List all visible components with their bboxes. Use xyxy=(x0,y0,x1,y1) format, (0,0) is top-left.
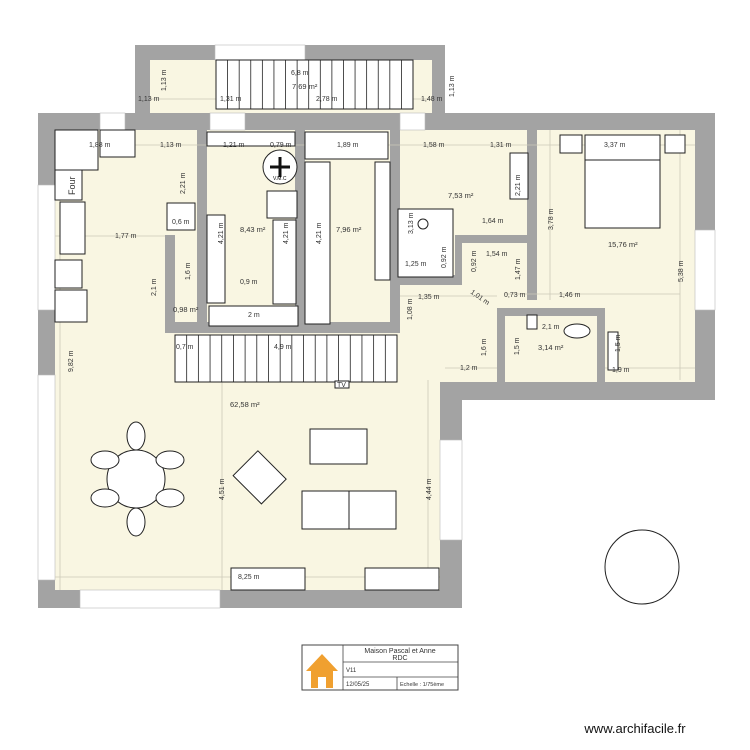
dim-label: 0,7 m xyxy=(176,344,194,351)
dim-label: 0,6 m xyxy=(172,219,190,226)
dim-label: 1,5 m xyxy=(615,334,622,352)
dim-label: 0,73 m xyxy=(504,292,526,299)
dim-label: 0,92 m xyxy=(441,246,448,268)
area-dressing: 7,96 m² xyxy=(336,225,362,234)
area-wc: 3,14 m² xyxy=(538,343,564,352)
oven xyxy=(54,169,83,201)
dim-label: 3,37 m xyxy=(604,142,626,149)
bedroom-furniture xyxy=(559,134,686,229)
dim-label: 1,31 m xyxy=(490,142,512,149)
dim-label: 1,31 m xyxy=(220,96,242,103)
dim-label: 1,13 m xyxy=(160,142,182,149)
stairs-upper xyxy=(215,59,414,110)
footer-url[interactable]: www.archifacile.fr xyxy=(583,721,686,736)
dim-label: 4,44 m xyxy=(426,478,433,500)
dim-label: 1,13 m xyxy=(161,69,168,91)
bed xyxy=(584,134,661,229)
dim-label: 0,92 m xyxy=(471,250,478,272)
toilet xyxy=(563,323,591,339)
dim-label: 4,21 m xyxy=(316,222,323,244)
dim-label: 2,21 m xyxy=(180,172,187,194)
shower xyxy=(397,208,454,278)
dim-label: 1,6 m xyxy=(481,338,488,356)
armchair xyxy=(232,450,287,505)
project-name: Maison Pascal et Anne xyxy=(364,648,435,655)
dim-label: 1,13 m xyxy=(138,96,160,103)
dim-label: 1,2 m xyxy=(460,365,478,372)
dim-label: 0,79 m xyxy=(270,142,292,149)
dim-label: 1,54 m xyxy=(486,251,508,258)
coffee-table xyxy=(309,428,368,465)
dim-label: 2,1 m xyxy=(542,324,560,331)
oven-label: Four xyxy=(67,176,77,195)
area-bedroom: 15,76 m² xyxy=(608,240,638,249)
kitchen: Four 0,6 m xyxy=(54,129,196,323)
interior-walls xyxy=(165,130,605,383)
dim-label: 1,58 m xyxy=(423,142,445,149)
area-closet: 0,98 m² xyxy=(173,305,199,314)
tv-label: TV xyxy=(337,382,346,389)
vmc-label: V.M.C xyxy=(273,176,287,182)
stairs-lower xyxy=(174,334,398,383)
dim-label: 1,5 m xyxy=(514,337,521,355)
scale: Echelle : 1/75ème xyxy=(400,682,444,688)
area-stairwell: 7,69 m² xyxy=(292,82,318,91)
dim-label: 5,38 m xyxy=(678,260,685,282)
dim-label: 1,46 m xyxy=(559,292,581,299)
outdoor-round-table xyxy=(604,529,680,605)
house-icon xyxy=(306,654,338,688)
dim-label: 2,21 m xyxy=(515,174,522,196)
dim-label: 4,21 m xyxy=(283,222,290,244)
dimension-labels: 6,8 m 1,13 m 1,31 m 2,78 m 1,48 m 1,13 m… xyxy=(68,69,685,581)
dim-label: 1,35 m xyxy=(418,294,440,301)
dim-label: 1,88 m xyxy=(89,142,111,149)
outer-walls xyxy=(37,44,716,609)
bathroom-fixtures xyxy=(397,152,529,278)
dim-label: 1,13 m xyxy=(449,75,456,97)
dim-label: 1,47 m xyxy=(515,258,522,280)
dim-label: 0,9 m xyxy=(240,279,258,286)
freezer xyxy=(166,202,196,231)
dim-label: 1,48 m xyxy=(421,96,443,103)
dim-label: 1,21 m xyxy=(223,142,245,149)
area-living: 62,58 m² xyxy=(230,400,260,409)
bureau-furniture: V.M.C xyxy=(206,131,299,327)
dishwasher xyxy=(54,259,83,289)
dim-label: 2,1 m xyxy=(151,278,158,296)
dim-label: 2,78 m xyxy=(316,96,338,103)
dim-label: 1,9 m xyxy=(612,367,630,374)
sink xyxy=(59,201,86,255)
area-bureau: 8,43 m² xyxy=(240,225,266,234)
dim-label: 3,78 m xyxy=(548,208,555,230)
dim-label: 1,08 m xyxy=(407,298,414,320)
living-furniture: TV xyxy=(90,380,440,591)
dim-label: 4,51 m xyxy=(219,478,226,500)
version: V11 xyxy=(346,668,357,674)
dressing-furniture xyxy=(304,131,391,325)
dim-label: 8,25 m xyxy=(238,574,260,581)
dim-label: 1,77 m xyxy=(115,233,137,240)
date: 12/05/25 xyxy=(346,682,370,688)
dim-label: 9,82 m xyxy=(68,350,75,372)
area-bathroom: 7,53 m² xyxy=(448,191,474,200)
dim-label: 4,9 m xyxy=(274,344,292,351)
dim-label: 4,21 m xyxy=(218,222,225,244)
fridge xyxy=(54,289,88,323)
dim-label: 3,13 m xyxy=(408,212,415,234)
dim-label: 2 m xyxy=(248,312,260,319)
bathroom-sink xyxy=(509,152,529,200)
dim-label: 1,6 m xyxy=(185,262,192,280)
dim-label: 1,25 m xyxy=(405,261,427,268)
dim-label: 1,89 m xyxy=(337,142,359,149)
title-block: Maison Pascal et Anne RDC V11 12/05/25 E… xyxy=(301,644,459,691)
radiator xyxy=(607,331,619,371)
level-name: RDC xyxy=(392,655,407,662)
area-labels: 7,69 m² 8,43 m² 7,96 m² 0,98 m² 7,53 m² … xyxy=(173,82,638,409)
wc-fixtures xyxy=(526,314,619,371)
dim-label: 1,64 m xyxy=(482,218,504,225)
dim-label: 6,8 m xyxy=(291,70,309,77)
